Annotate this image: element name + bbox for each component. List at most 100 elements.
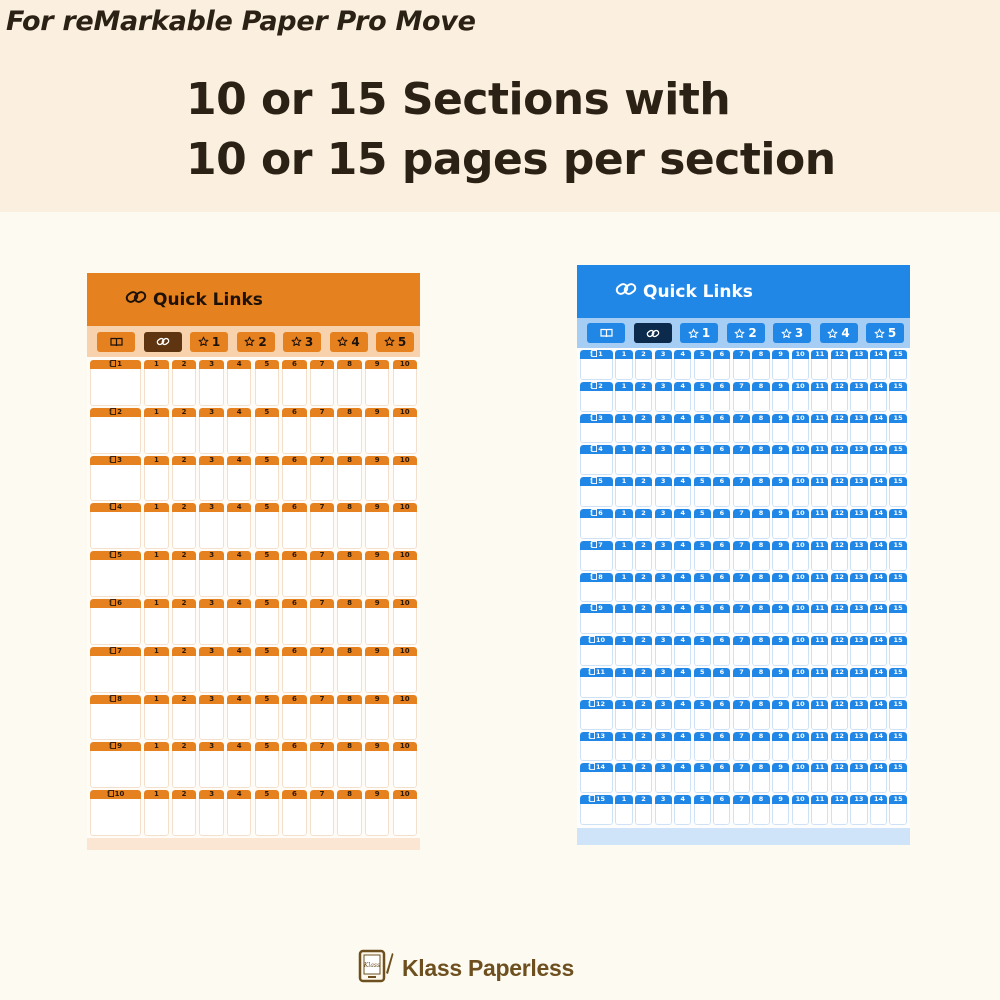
page-link[interactable]: 2 [634,572,653,603]
page-link[interactable]: 6 [282,790,307,836]
page-link[interactable]: 12 [830,731,848,762]
page-link[interactable]: 8 [337,694,362,741]
tab-index[interactable] [587,323,625,343]
page-link[interactable]: 5 [254,599,279,645]
page-link[interactable]: 8 [337,790,362,836]
page-link[interactable]: 5 [693,381,711,412]
page-link[interactable]: 9 [772,350,790,380]
page-link[interactable]: 3 [199,599,224,645]
section-link[interactable]: 4 [580,445,613,476]
page-link[interactable]: 12 [830,381,848,412]
section-link[interactable]: 6 [90,599,141,645]
page-link[interactable]: 5 [254,551,279,597]
page-link[interactable]: 12 [830,699,848,730]
page-link[interactable]: 2 [634,699,653,730]
page-link[interactable]: 2 [634,668,653,698]
page-link[interactable]: 5 [254,790,279,836]
page-link[interactable]: 3 [654,636,672,666]
page-link[interactable]: 8 [752,763,770,794]
page-link[interactable]: 15 [889,636,907,666]
page-link[interactable]: 2 [171,694,197,741]
page-link[interactable]: 7 [309,360,335,406]
section-link[interactable]: 9 [90,742,141,789]
tab-quick-links[interactable] [143,331,182,352]
section-link[interactable]: 1 [580,350,613,380]
page-link[interactable]: 12 [830,509,848,539]
page-link[interactable]: 10 [791,731,809,762]
page-link[interactable]: 13 [850,445,868,476]
page-link[interactable]: 7 [309,551,335,597]
page-link[interactable]: 1 [144,599,169,645]
page-link[interactable]: 13 [850,350,868,380]
section-link[interactable]: 4 [90,503,141,550]
tab-favorite-2[interactable]: 2 [236,331,275,352]
page-link[interactable]: 6 [713,413,731,444]
page-link[interactable]: 11 [811,668,829,698]
page-link[interactable]: 7 [732,668,751,698]
page-link[interactable]: 13 [850,509,868,539]
page-link[interactable]: 7 [309,694,335,741]
page-link[interactable]: 7 [732,572,751,603]
page-link[interactable]: 2 [634,509,653,539]
page-link[interactable]: 14 [869,413,888,444]
section-link[interactable]: 15 [580,795,613,825]
page-link[interactable]: 4 [674,699,692,730]
page-link[interactable]: 7 [732,350,751,380]
page-link[interactable]: 14 [869,795,888,825]
page-link[interactable]: 2 [171,503,197,550]
page-link[interactable]: 6 [282,742,307,789]
page-link[interactable]: 5 [693,477,711,507]
page-link[interactable]: 15 [889,381,907,412]
page-link[interactable]: 6 [713,477,731,507]
page-link[interactable]: 10 [791,413,809,444]
page-link[interactable]: 3 [654,413,672,444]
page-link[interactable]: 3 [199,503,224,550]
page-link[interactable]: 5 [693,572,711,603]
page-link[interactable]: 6 [282,599,307,645]
page-link[interactable]: 5 [254,455,279,502]
page-link[interactable]: 9 [772,381,790,412]
page-link[interactable]: 4 [674,445,692,476]
page-link[interactable]: 6 [713,795,731,825]
section-link[interactable]: 3 [90,455,141,502]
tab-favorite-4[interactable]: 4 [329,331,368,352]
page-link[interactable]: 6 [713,350,731,380]
page-link[interactable]: 5 [693,445,711,476]
page-link[interactable]: 13 [850,604,868,635]
page-link[interactable]: 11 [811,763,829,794]
page-link[interactable]: 15 [889,413,907,444]
section-link[interactable]: 8 [90,694,141,741]
page-link[interactable]: 10 [791,763,809,794]
page-link[interactable]: 9 [365,407,390,454]
page-link[interactable]: 11 [811,604,829,635]
page-link[interactable]: 4 [674,413,692,444]
page-link[interactable]: 4 [674,540,692,571]
page-link[interactable]: 2 [171,407,197,454]
page-link[interactable]: 8 [752,636,770,666]
page-link[interactable]: 14 [869,699,888,730]
page-link[interactable]: 1 [615,381,633,412]
page-link[interactable]: 3 [654,731,672,762]
page-link[interactable]: 14 [869,604,888,635]
page-link[interactable]: 15 [889,731,907,762]
page-link[interactable]: 12 [830,572,848,603]
page-link[interactable]: 6 [713,699,731,730]
section-link[interactable]: 2 [580,381,613,412]
page-link[interactable]: 2 [171,455,197,502]
page-link[interactable]: 8 [337,407,362,454]
page-link[interactable]: 12 [830,445,848,476]
page-link[interactable]: 7 [309,646,335,693]
page-link[interactable]: 10 [791,509,809,539]
page-link[interactable]: 10 [791,445,809,476]
page-link[interactable]: 9 [772,604,790,635]
page-link[interactable]: 8 [337,360,362,406]
page-link[interactable]: 4 [227,599,252,645]
page-link[interactable]: 7 [309,455,335,502]
page-link[interactable]: 15 [889,604,907,635]
page-link[interactable]: 8 [337,646,362,693]
tab-favorite-1[interactable]: 1 [190,331,228,352]
page-link[interactable]: 5 [254,694,279,741]
page-link[interactable]: 5 [693,731,711,762]
section-link[interactable]: 3 [580,413,613,444]
page-link[interactable]: 1 [144,503,169,550]
